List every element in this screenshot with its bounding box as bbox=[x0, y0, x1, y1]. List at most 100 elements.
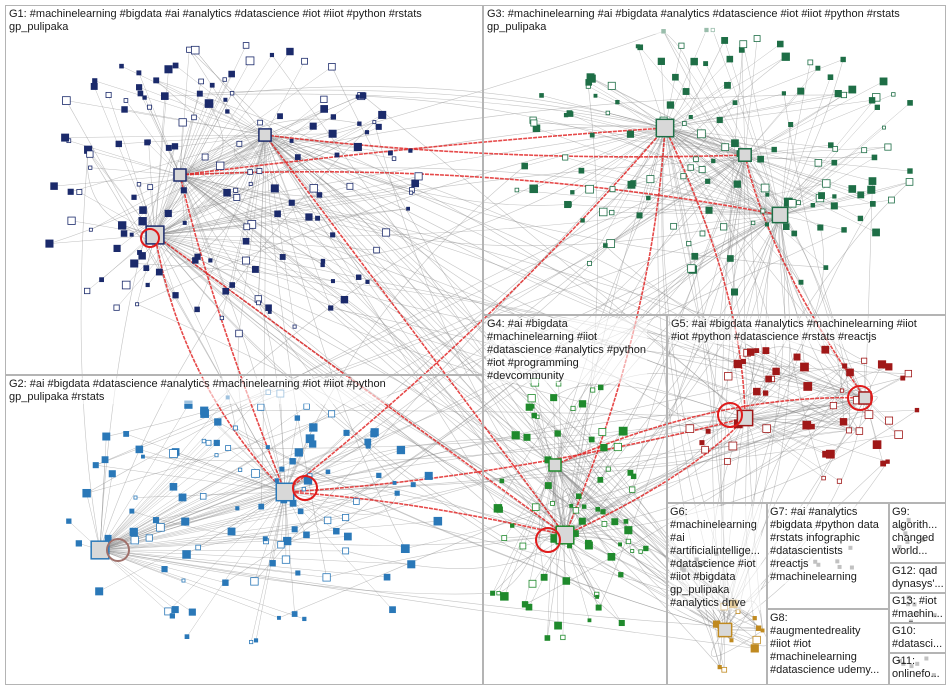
node bbox=[253, 638, 259, 643]
node bbox=[885, 416, 894, 425]
node bbox=[301, 487, 306, 492]
edge bbox=[99, 549, 493, 595]
node bbox=[138, 252, 146, 260]
edge bbox=[116, 134, 266, 308]
edge bbox=[724, 40, 781, 216]
edge bbox=[154, 213, 278, 236]
node bbox=[171, 143, 179, 150]
node bbox=[760, 208, 766, 214]
node bbox=[214, 418, 222, 426]
edge bbox=[154, 192, 412, 236]
node bbox=[733, 359, 743, 369]
node bbox=[165, 144, 172, 151]
hub-node bbox=[548, 458, 562, 472]
node bbox=[137, 90, 144, 97]
edge bbox=[637, 46, 666, 129]
edge bbox=[664, 127, 873, 205]
edge bbox=[179, 174, 185, 223]
edge bbox=[136, 303, 566, 536]
node bbox=[108, 470, 116, 478]
node bbox=[907, 100, 913, 106]
node bbox=[618, 426, 628, 436]
edge bbox=[154, 234, 256, 270]
node bbox=[625, 538, 632, 545]
node bbox=[288, 199, 295, 206]
self-loop bbox=[140, 228, 160, 248]
edge-strong bbox=[664, 127, 746, 419]
edge bbox=[588, 85, 666, 129]
edge bbox=[779, 124, 791, 216]
node bbox=[45, 239, 54, 248]
edge bbox=[179, 143, 240, 176]
node bbox=[678, 42, 685, 49]
edge bbox=[561, 488, 579, 536]
edge bbox=[179, 174, 247, 261]
edge bbox=[140, 93, 181, 176]
node bbox=[330, 114, 337, 120]
node bbox=[793, 353, 801, 361]
node bbox=[235, 506, 240, 511]
node bbox=[155, 268, 163, 276]
group-panel-g12 bbox=[889, 563, 946, 593]
edge bbox=[326, 534, 566, 578]
edge bbox=[744, 154, 766, 394]
edge bbox=[196, 134, 266, 310]
node bbox=[152, 517, 160, 524]
node bbox=[227, 527, 236, 536]
node bbox=[527, 394, 536, 403]
node bbox=[613, 442, 622, 452]
edge bbox=[575, 214, 781, 511]
node bbox=[521, 162, 528, 170]
node bbox=[328, 410, 336, 418]
node bbox=[672, 73, 679, 81]
edge bbox=[185, 491, 286, 522]
group-label-g5: G5: #ai #bigdata #analytics #machinelear… bbox=[670, 318, 918, 344]
edge bbox=[554, 430, 850, 466]
node bbox=[791, 230, 798, 237]
edge bbox=[664, 85, 728, 129]
edge bbox=[611, 127, 666, 213]
node bbox=[716, 116, 723, 124]
edge bbox=[685, 91, 781, 216]
node bbox=[294, 415, 301, 421]
node bbox=[242, 42, 250, 49]
node bbox=[907, 168, 913, 174]
node bbox=[597, 476, 604, 483]
node bbox=[550, 501, 555, 506]
node bbox=[839, 418, 848, 426]
edge bbox=[779, 62, 811, 216]
node bbox=[720, 223, 728, 231]
node bbox=[510, 523, 515, 528]
node bbox=[302, 616, 307, 622]
edge bbox=[154, 188, 275, 236]
node bbox=[169, 449, 178, 458]
node bbox=[178, 118, 187, 127]
node bbox=[630, 473, 637, 480]
edge bbox=[664, 127, 827, 268]
node bbox=[868, 97, 876, 104]
edge bbox=[54, 174, 181, 187]
node bbox=[762, 424, 771, 433]
edge bbox=[87, 149, 181, 176]
node bbox=[181, 517, 190, 526]
edge bbox=[663, 31, 746, 156]
node bbox=[877, 360, 887, 369]
edge bbox=[168, 134, 266, 149]
node bbox=[178, 493, 187, 502]
node bbox=[172, 62, 179, 69]
node bbox=[894, 430, 903, 439]
edge bbox=[284, 441, 368, 493]
node bbox=[627, 180, 636, 189]
edge bbox=[260, 134, 266, 507]
node bbox=[82, 488, 91, 498]
node bbox=[242, 237, 250, 245]
edge bbox=[154, 131, 368, 236]
node bbox=[578, 167, 585, 174]
node bbox=[294, 154, 301, 160]
edge bbox=[524, 127, 666, 167]
node bbox=[572, 507, 580, 514]
edge bbox=[99, 486, 174, 551]
edge bbox=[99, 549, 184, 581]
node bbox=[821, 475, 826, 481]
edge bbox=[154, 216, 309, 236]
